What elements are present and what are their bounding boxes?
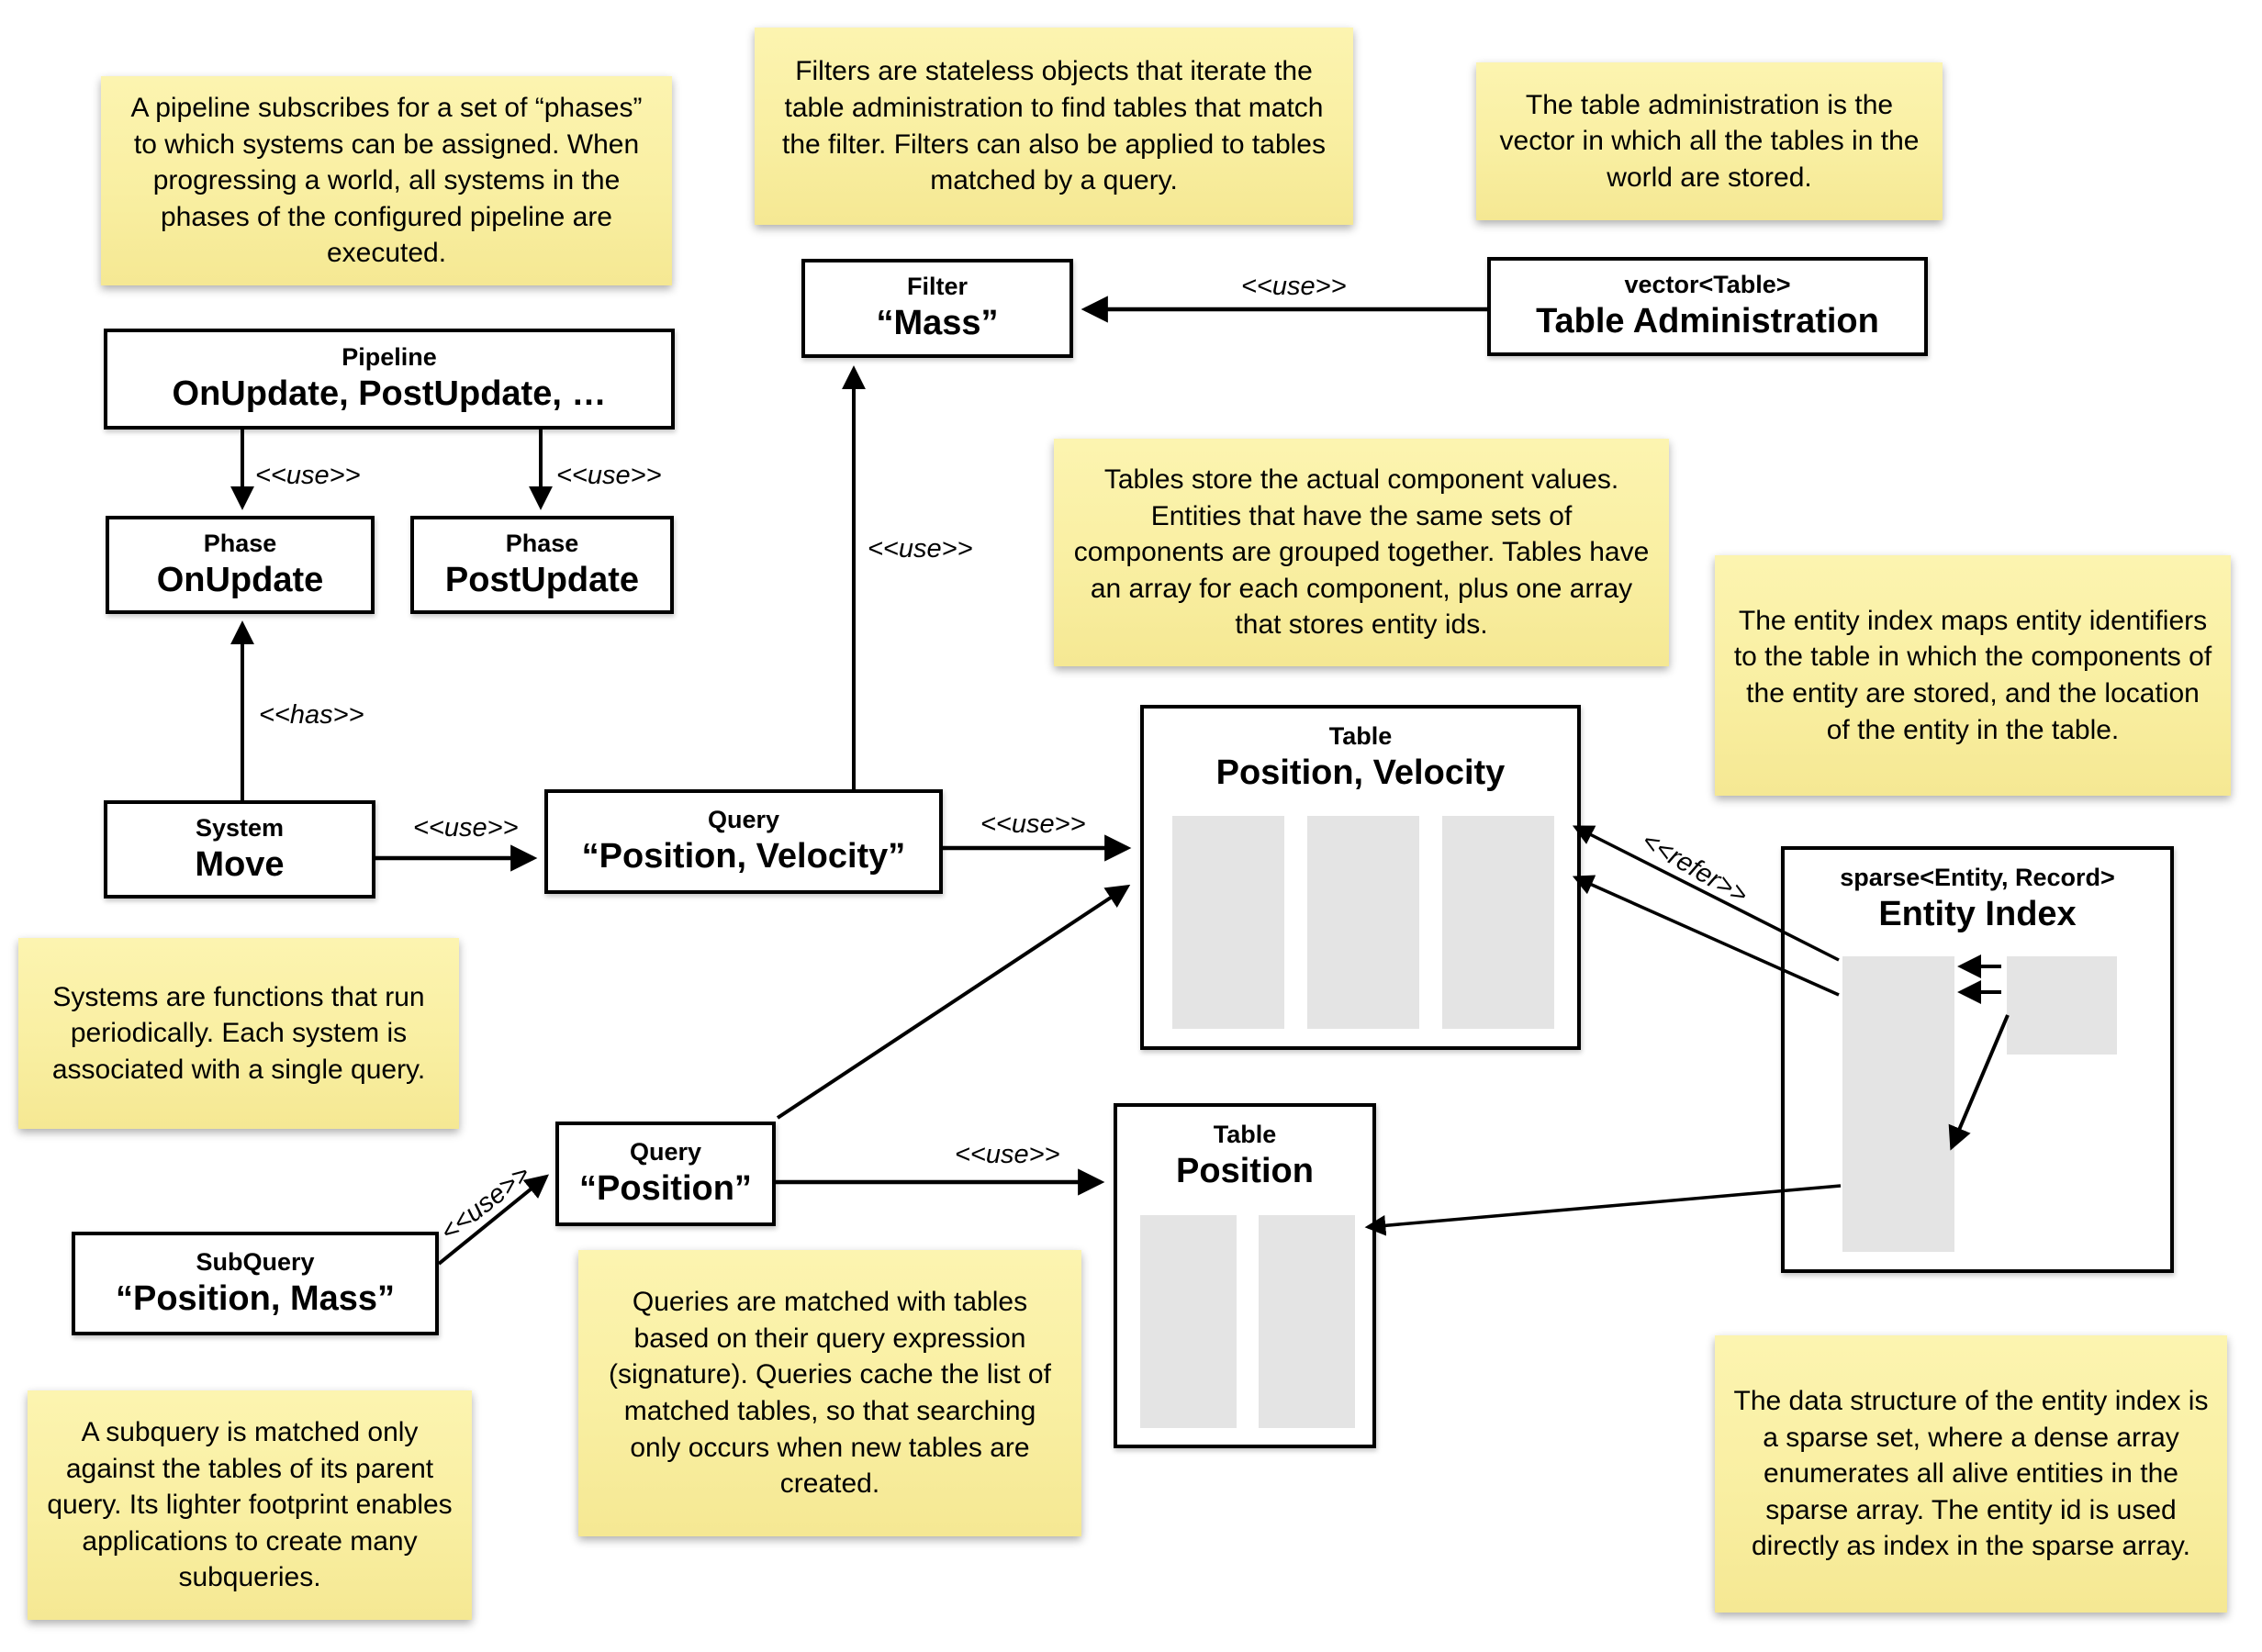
box-query-position-label: “Position” — [579, 1169, 752, 1209]
edge-label-use-system-query: <<use>> — [413, 813, 519, 843]
box-phase-onupdate: Phase OnUpdate — [106, 516, 375, 614]
box-table-administration-stereotype: vector<Table> — [1624, 271, 1791, 299]
component-array — [1307, 816, 1419, 1029]
edge-label-use-pipeline-postupdate: <<use>> — [556, 461, 662, 490]
edge-label-use-subquery-querypos: <<use>> — [434, 1159, 536, 1247]
box-system-move-label: Move — [195, 844, 285, 884]
box-pipeline-stereotype: Pipeline — [342, 343, 437, 372]
component-array — [1140, 1215, 1237, 1428]
box-system-move-stereotype: System — [195, 813, 285, 842]
note-subquery: A subquery is matched only against the t… — [28, 1390, 472, 1620]
note-table-administration-text: The table administration is the vector i… — [1499, 89, 1920, 193]
box-phase-onupdate-stereotype: Phase — [203, 529, 277, 557]
note-filters-text: Filters are stateless objects that itera… — [781, 56, 1326, 196]
box-table-position-label: Position — [1176, 1151, 1314, 1190]
box-table-administration: vector<Table> Table Administration — [1487, 257, 1928, 356]
box-phase-postupdate-label: PostUpdate — [444, 560, 640, 599]
box-table-position-velocity: Table Position, Velocity — [1140, 705, 1581, 1050]
note-tables-text: Tables store the actual component values… — [1073, 464, 1650, 641]
box-phase-postupdate-stereotype: Phase — [505, 529, 579, 557]
note-systems: Systems are functions that run periodica… — [18, 938, 459, 1129]
box-table-position-velocity-stereotype: Table — [1328, 722, 1393, 750]
box-query-position-stereotype: Query — [629, 1138, 702, 1166]
note-subquery-text: A subquery is matched only against the t… — [47, 1417, 453, 1593]
note-table-administration: The table administration is the vector i… — [1476, 62, 1943, 220]
edge-querypos-uses-tablepv — [776, 884, 1131, 1120]
box-table-position: Table Position — [1114, 1103, 1376, 1448]
edge-label-refer-entityindex-tables: <<refer>> — [1636, 826, 1753, 910]
box-system-move: System Move — [104, 800, 375, 899]
box-pipeline: Pipeline OnUpdate, PostUpdate, … — [104, 329, 675, 430]
note-entity-index: The entity index maps entity identifiers… — [1715, 555, 2231, 796]
box-query-position-velocity-stereotype: Query — [707, 806, 780, 834]
box-query-position-velocity-label: “Position, Velocity” — [581, 837, 906, 876]
edge-label-use-querypv-tablepv: <<use>> — [980, 809, 1086, 839]
edge-label-use-tableadmin-filter: <<use>> — [1241, 272, 1347, 301]
note-queries-text: Queries are matched with tables based on… — [609, 1287, 1051, 1500]
box-subquery-position-mass-label: “Position, Mass” — [115, 1278, 396, 1318]
sparse-array — [1842, 956, 1954, 1252]
note-pipeline: A pipeline subscribes for a set of “phas… — [101, 76, 672, 285]
dense-array — [2007, 956, 2117, 1055]
box-filter-mass-stereotype: Filter — [906, 273, 968, 301]
note-sparse-set: The data structure of the entity index i… — [1715, 1335, 2227, 1613]
edge-label-use-querypos-tablepos: <<use>> — [955, 1140, 1060, 1169]
box-entity-index-stereotype: sparse<Entity, Record> — [1840, 864, 2115, 891]
edge-label-use-query-filter: <<use>> — [868, 534, 973, 564]
box-query-position-velocity: Query “Position, Velocity” — [544, 789, 943, 894]
box-phase-postupdate: Phase PostUpdate — [410, 516, 674, 614]
edge-entityindex-refers-tablepos — [1364, 1184, 1842, 1236]
note-sparse-set-text: The data structure of the entity index i… — [1733, 1386, 2209, 1562]
edge-label-has-system-phase: <<has>> — [259, 700, 364, 730]
note-tables: Tables store the actual component values… — [1054, 439, 1669, 666]
note-pipeline-text: A pipeline subscribes for a set of “phas… — [130, 93, 643, 269]
box-filter-mass-label: “Mass” — [876, 304, 999, 343]
box-entity-index: sparse<Entity, Record> Entity Index — [1781, 846, 2174, 1273]
note-filters: Filters are stateless objects that itera… — [755, 28, 1353, 225]
box-filter-mass: Filter “Mass” — [801, 259, 1073, 358]
note-entity-index-text: The entity index maps entity identifiers… — [1733, 605, 2212, 745]
component-array — [1442, 816, 1554, 1029]
component-array — [1259, 1215, 1355, 1428]
box-table-administration-label: Table Administration — [1536, 302, 1879, 341]
note-queries: Queries are matched with tables based on… — [578, 1250, 1081, 1536]
box-table-position-velocity-label: Position, Velocity — [1215, 753, 1506, 792]
component-array — [1172, 816, 1284, 1029]
box-entity-index-label: Entity Index — [1878, 894, 2077, 933]
box-subquery-position-mass-stereotype: SubQuery — [196, 1247, 315, 1276]
note-systems-text: Systems are functions that run periodica… — [51, 981, 426, 1085]
box-query-position: Query “Position” — [555, 1122, 776, 1226]
box-subquery-position-mass: SubQuery “Position, Mass” — [72, 1232, 439, 1335]
box-phase-onupdate-label: OnUpdate — [156, 560, 324, 599]
edge-label-use-pipeline-onupdate: <<use>> — [255, 461, 361, 490]
box-pipeline-label: OnUpdate, PostUpdate, … — [172, 374, 607, 414]
box-table-position-stereotype: Table — [1213, 1121, 1277, 1148]
